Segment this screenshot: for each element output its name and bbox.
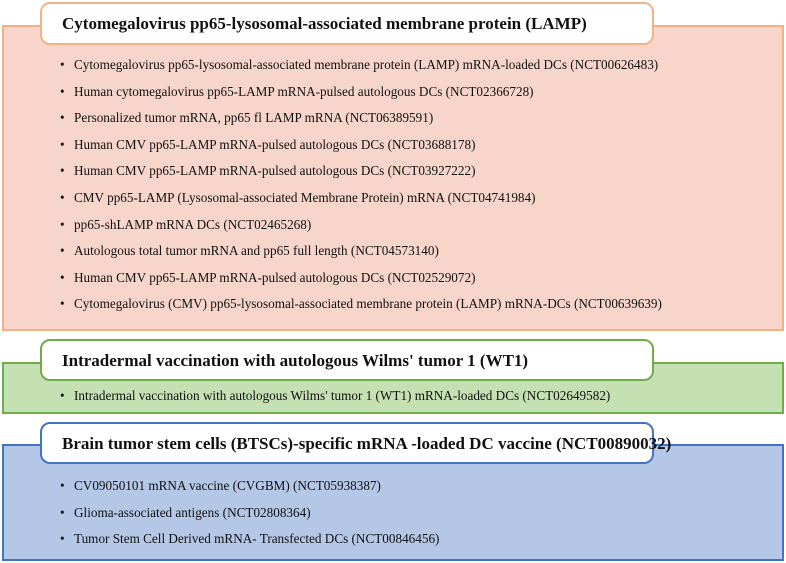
list-item: • Personalized tumor mRNA, pp65 fl LAMP m… xyxy=(60,111,662,138)
bullet-icon: • xyxy=(60,57,65,72)
list-item: • Cytomegalovirus (CMV) pp65-lysosomal-as… xyxy=(60,297,662,324)
bullet-icon: • xyxy=(60,478,65,493)
bullet-icon: • xyxy=(60,136,65,152)
list-item-text: CV09050101 mRNA vaccine (CVGBM) (NCT0593… xyxy=(74,478,381,493)
list-item-text: Human cytomegalovirus pp65-LAMP mRNA-pul… xyxy=(74,83,534,99)
bullet-icon: • xyxy=(60,504,65,520)
list-item-text: pp65-shLAMP mRNA DCs (NCT02465268) xyxy=(74,216,312,232)
btsc-group-list: • CV09050101 mRNA vaccine (CVGBM) (NCT059… xyxy=(60,479,439,559)
list-item-text: Cytomegalovirus (CMV) pp65-lysosomal-ass… xyxy=(74,296,662,312)
bullet-icon: • xyxy=(60,243,65,259)
bullet-icon: • xyxy=(60,163,65,179)
list-item: • pp65-shLAMP mRNA DCs (NCT02465268) xyxy=(60,216,662,245)
lamp-group-title: Cytomegalovirus pp65-lysosomal-associate… xyxy=(40,2,654,45)
bullet-icon: • xyxy=(60,269,65,285)
lamp-group-list: • Cytomegalovirus pp65-lysosomal-associat… xyxy=(60,58,662,324)
list-item-text: Human CMV pp65-LAMP mRNA-pulsed autologo… xyxy=(74,269,476,285)
bullet-icon: • xyxy=(60,110,65,126)
btsc-group-title: Brain tumor stem cells (BTSCs)-specific … xyxy=(40,422,671,464)
list-item: • Human cytomegalovirus pp65-LAMP mRNA-pu… xyxy=(60,83,662,112)
list-item-text: Cytomegalovirus pp65-lysosomal-associate… xyxy=(74,57,659,72)
list-item-text: Human CMV pp65-LAMP mRNA-pulsed autologo… xyxy=(74,163,476,179)
bullet-icon: • xyxy=(60,296,65,312)
wt1-group-title: Intradermal vaccination with autologous … xyxy=(40,339,654,381)
list-item-text: CMV pp65-LAMP (Lysosomal-associated Memb… xyxy=(74,189,536,205)
list-item: • Intradermal vaccination with autologous… xyxy=(60,389,610,402)
bullet-icon: • xyxy=(60,388,65,403)
list-item: • Human CMV pp65-LAMP mRNA-pulsed autolog… xyxy=(60,164,662,191)
list-item-text: Personalized tumor mRNA, pp65 fl LAMP mR… xyxy=(74,110,434,126)
list-item: • Human CMV pp65-LAMP mRNA-pulsed autolog… xyxy=(60,271,662,298)
bullet-icon: • xyxy=(60,531,65,546)
bullet-icon: • xyxy=(60,216,65,232)
list-item: • CV09050101 mRNA vaccine (CVGBM) (NCT059… xyxy=(60,479,439,506)
list-item: • Cytomegalovirus pp65-lysosomal-associat… xyxy=(60,58,662,85)
wt1-group-list: • Intradermal vaccination with autologous… xyxy=(60,389,610,402)
list-item-text: Human CMV pp65-LAMP mRNA-pulsed autologo… xyxy=(74,136,476,152)
list-item-text: Autologous total tumor mRNA and pp65 ful… xyxy=(74,243,439,259)
list-item: • Human CMV pp65-LAMP mRNA-pulsed autolog… xyxy=(60,138,662,165)
list-item-text: Glioma-associated antigens (NCT02808364) xyxy=(74,504,311,520)
list-item: • CMV pp65-LAMP (Lysosomal-associated Mem… xyxy=(60,191,662,218)
bullet-icon: • xyxy=(60,83,65,99)
list-item-text: Tumor Stem Cell Derived mRNA- Transfecte… xyxy=(74,531,440,546)
list-item-text: Intradermal vaccination with autologous … xyxy=(74,388,611,403)
list-item: • Autologous total tumor mRNA and pp65 fu… xyxy=(60,244,662,271)
bullet-icon: • xyxy=(60,189,65,205)
list-item: • Tumor Stem Cell Derived mRNA- Transfect… xyxy=(60,532,439,559)
lamp-group-panel xyxy=(2,25,784,331)
list-item: • Glioma-associated antigens (NCT02808364… xyxy=(60,504,439,533)
